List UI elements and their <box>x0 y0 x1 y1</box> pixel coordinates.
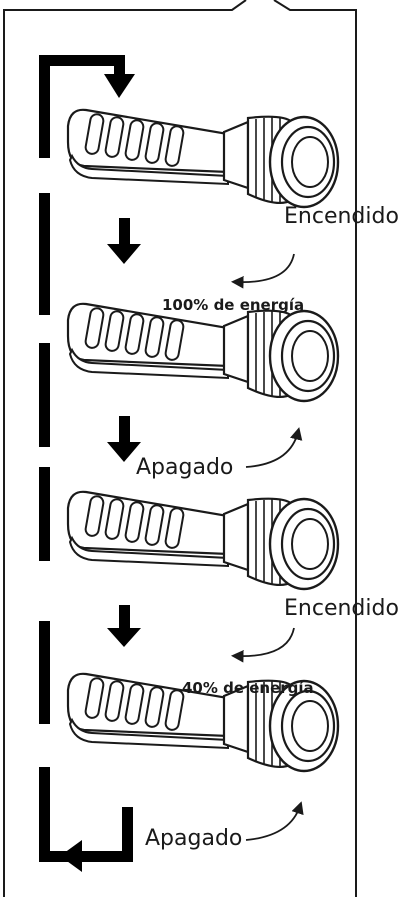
flashlight-icon <box>66 302 340 403</box>
stage-3-action-label: Encendido <box>284 596 399 621</box>
container-outline <box>3 0 357 897</box>
loop-bracket-icon <box>39 55 135 872</box>
stage-3-energy-label: 40% de energía <box>182 679 314 697</box>
curved-arrow-icon <box>245 427 303 468</box>
stage-4-action-label: Apagado <box>145 826 243 851</box>
flashlight-icon <box>66 490 340 591</box>
curved-arrow-icon <box>230 253 295 289</box>
stage-1-energy-label: 100% de energía <box>162 296 305 314</box>
flashlight-icon <box>66 108 340 209</box>
arrow-down-icon <box>107 416 141 462</box>
stage-2-action-label: Apagado <box>136 455 234 480</box>
curved-arrow-icon <box>245 801 304 841</box>
curved-arrow-icon <box>230 627 295 663</box>
stage-1-action-label: Encendido <box>284 204 399 229</box>
arrow-down-icon <box>107 218 141 264</box>
arrow-down-icon <box>107 605 141 647</box>
